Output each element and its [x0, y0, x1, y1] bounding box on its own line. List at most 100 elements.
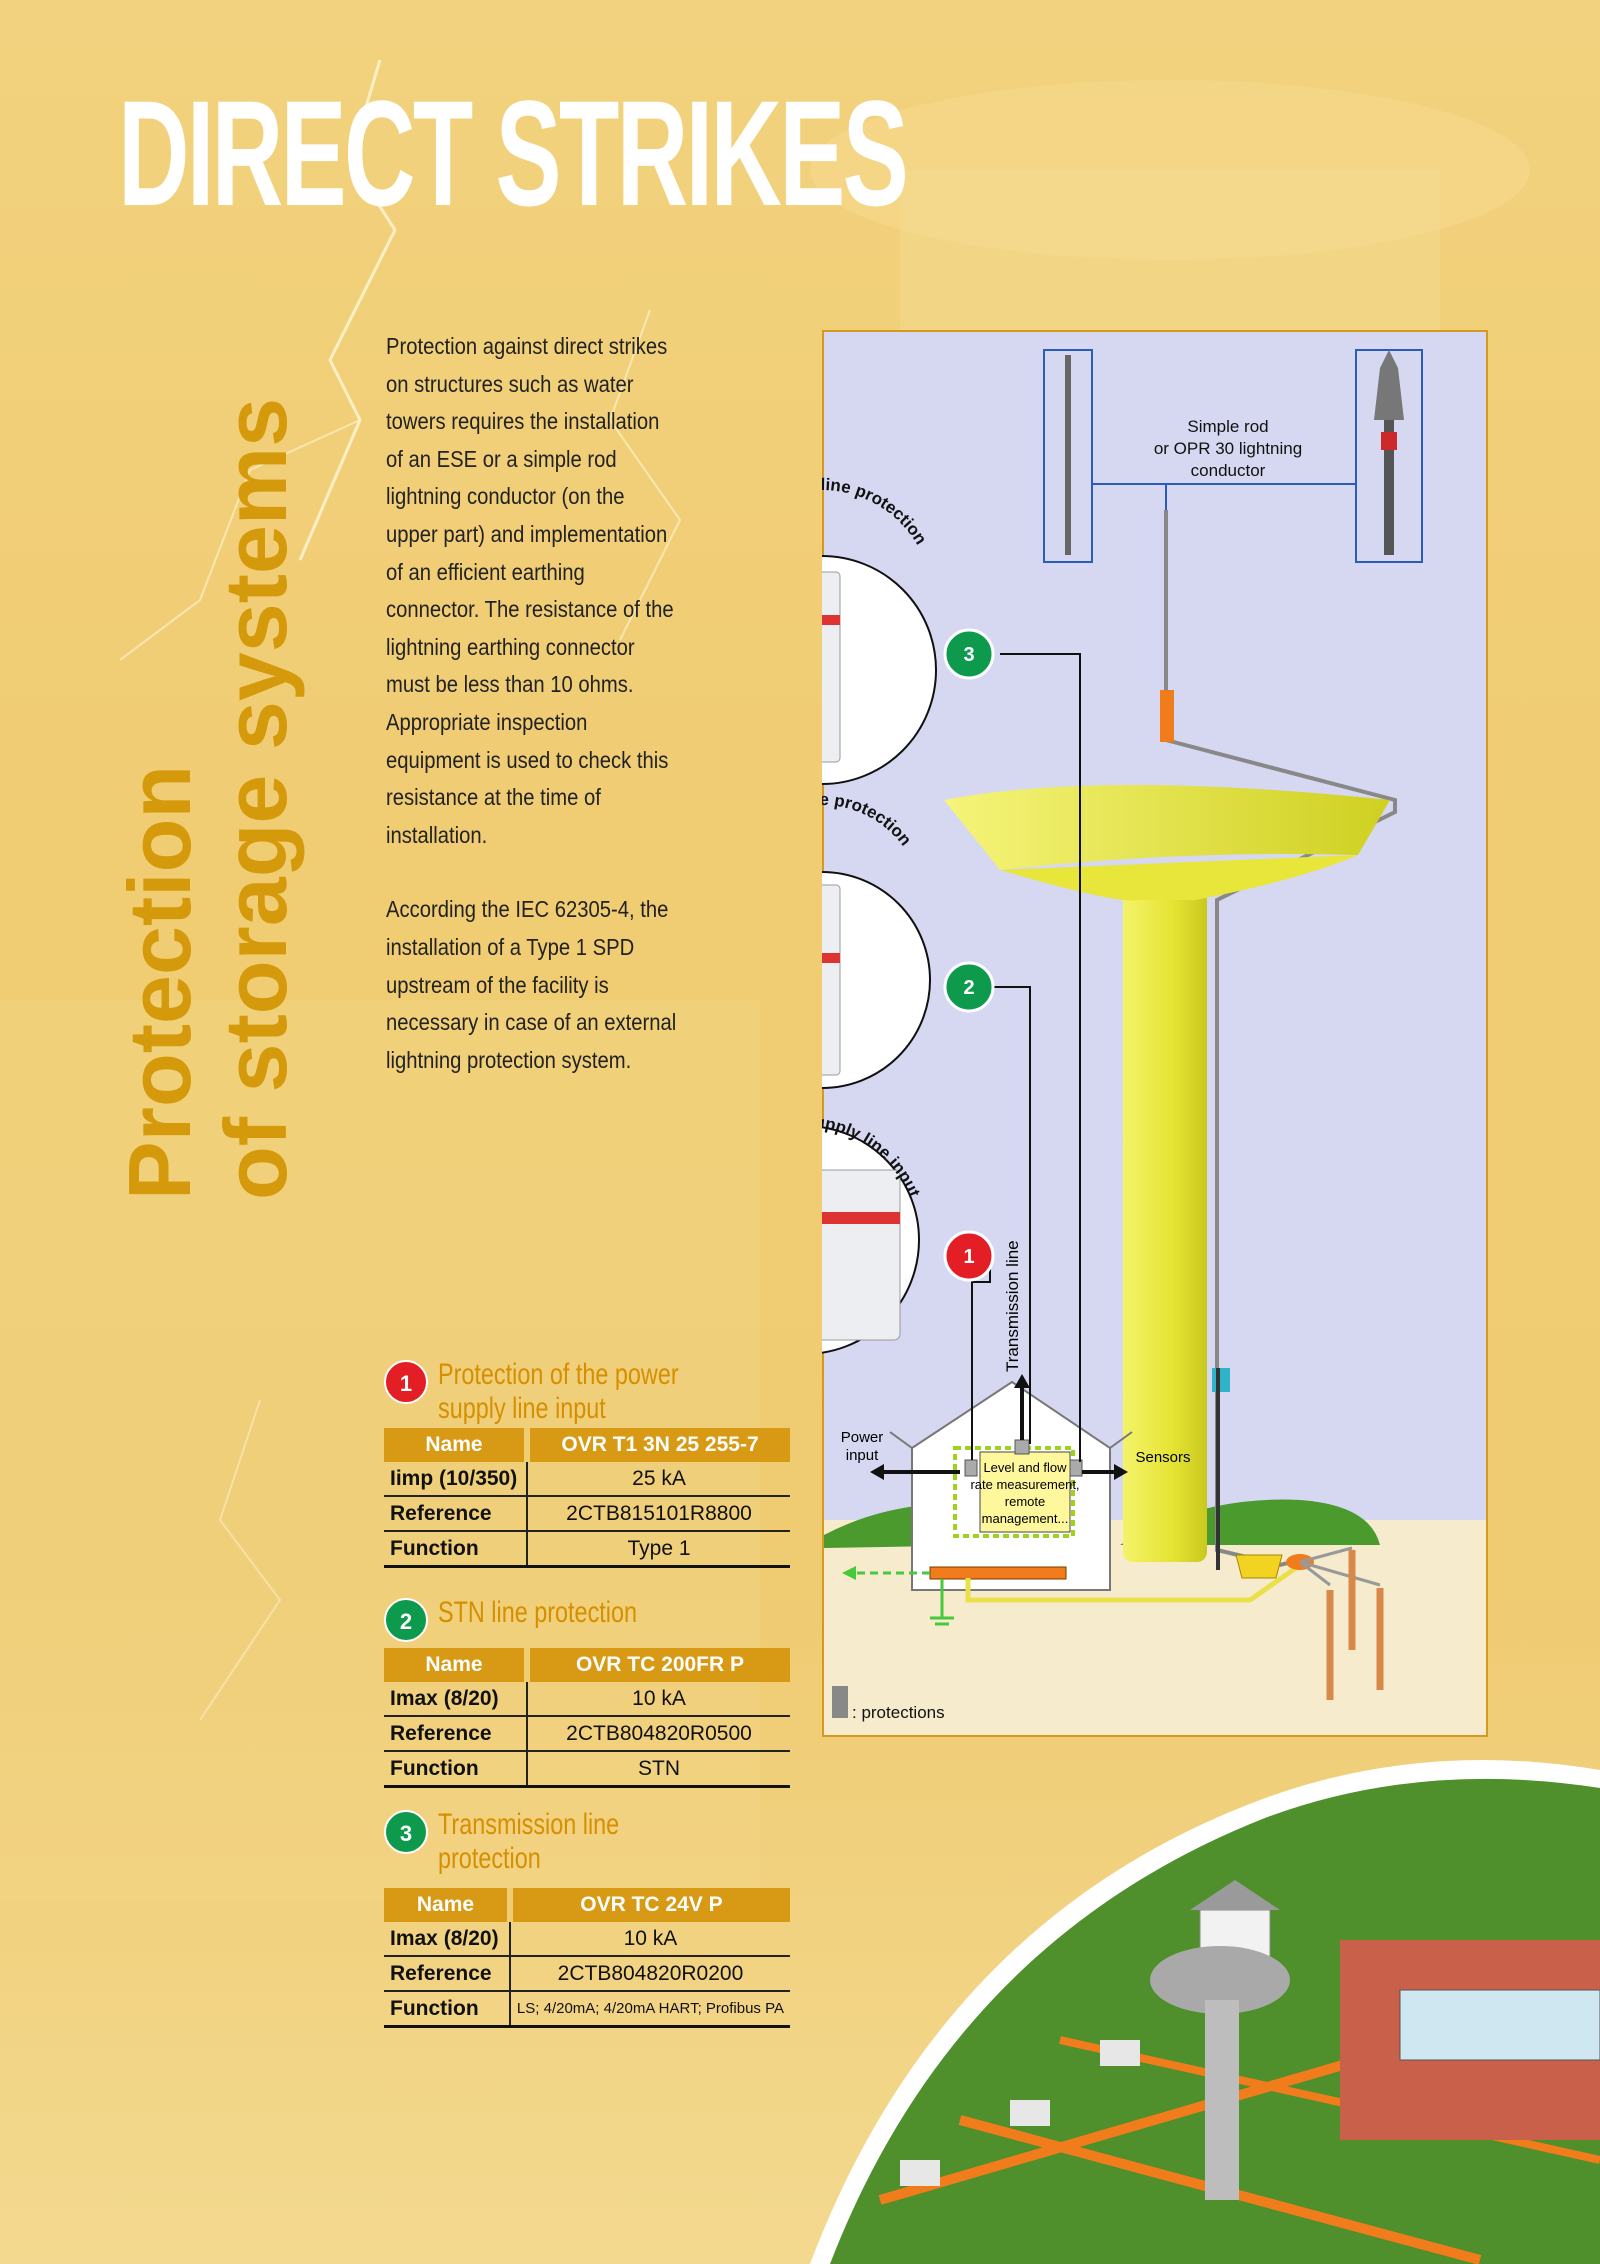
header-product: OVR TC 200FR P: [524, 1648, 790, 1682]
equipment-enclosure: [953, 1446, 1075, 1538]
row-label: Imax (8/20): [384, 1922, 511, 1957]
opr-head: [1374, 350, 1404, 420]
mini-tower-shaft: [1205, 2000, 1239, 2200]
earth-conductor-1: [1299, 1560, 1331, 1587]
product-circle-3: [822, 555, 937, 785]
roof-left: [889, 1431, 913, 1449]
house-roof: [1190, 1880, 1280, 1910]
measurement-box: [979, 1451, 1071, 1533]
factory-windows: [1399, 1989, 1600, 2061]
earth-cable-arrowhead: [842, 1566, 856, 1580]
row-label: Reference: [384, 1956, 511, 1992]
header-name: Name: [384, 1888, 510, 1922]
row-value: 10 kA: [527, 1682, 790, 1717]
tower-shaft: [1123, 890, 1207, 1562]
product-circle-2: [822, 871, 931, 1089]
product-image-1-stripe: [822, 1212, 900, 1224]
box-line-4: management...: [982, 1511, 1069, 1526]
spec-1-title-line-1: Protection of the power: [438, 1358, 679, 1391]
earth-conductor-3: [1299, 1560, 1381, 1587]
table-row: Imax (8/20)10 kA: [384, 1682, 790, 1717]
row-label: Reference: [384, 1716, 528, 1752]
spec-3-title-line-1: Transmission line: [438, 1808, 620, 1841]
roof-right: [1109, 1431, 1133, 1449]
row-label: Function: [384, 1531, 528, 1568]
header-product: OVR T1 3N 25 255-7: [524, 1428, 790, 1462]
table-row: Iimp (10/350)25 kA: [384, 1462, 790, 1497]
row-label: Iimp (10/350): [384, 1462, 528, 1497]
row-value: 2CTB804820R0200: [509, 1956, 790, 1992]
legend-text: : protections: [852, 1703, 945, 1722]
protection-marker-sensors: [1069, 1459, 1083, 1477]
power-arrowhead: [870, 1464, 884, 1480]
sensors-label: Sensors: [1135, 1449, 1190, 1466]
box-line-2: rate measurement,: [970, 1477, 1079, 1492]
side-title-line-2: of storage systems: [206, 397, 305, 1200]
spec-block-1: 1 Protection of the power supply line in…: [384, 1358, 790, 1568]
box-line-3: remote: [1005, 1494, 1045, 1509]
spec-3-number: 3: [384, 1810, 428, 1854]
tower-tank-base: [1000, 855, 1358, 901]
table-row: Imax (8/20)10 kA: [384, 1922, 790, 1957]
wire-telecom: [990, 986, 1031, 1444]
marker-2-label: 2: [963, 977, 974, 999]
product-image-1-module: [822, 1169, 901, 1341]
test-joint: [1160, 690, 1174, 742]
power-input-label-2: input: [846, 1447, 879, 1464]
marker-2: [943, 961, 995, 1013]
row-value: 2CTB815101R8800: [527, 1496, 790, 1532]
marker-3: [943, 628, 995, 680]
row-value: STN: [527, 1751, 790, 1788]
row-label: Reference: [384, 1496, 528, 1532]
inspection-pit: [1235, 1554, 1283, 1579]
wire-transmission: [1000, 653, 1081, 1462]
product-image-2-stripe: [822, 953, 840, 963]
row-value: LS; 4/20mA; 4/20mA HART; Profibus PA: [509, 1991, 790, 2028]
row-value: 10 kA: [509, 1922, 790, 1957]
row-label: Function: [384, 1991, 511, 2028]
intro-paragraph-1: Protection against direct strikes on str…: [386, 333, 674, 848]
power-input-label-1: Power: [841, 1429, 884, 1446]
water-tower-diagram: Simple rod or OPR 30 lightning conductor…: [822, 330, 1488, 1737]
spec-1-title: Protection of the power supply line inpu…: [438, 1358, 679, 1426]
opr-mark: [1381, 432, 1397, 450]
spec-2-title-line-1: STN line protection: [438, 1596, 637, 1629]
marker-3-label: 3: [963, 644, 974, 666]
spec-1-number: 1: [384, 1360, 428, 1404]
intro-paragraph-2: According the IEC 62305-4, the installat…: [386, 896, 677, 1073]
site-illustration: [810, 1760, 1600, 2264]
sensors-arrowhead: [1114, 1464, 1128, 1480]
spec-2-title: STN line protection: [438, 1596, 637, 1630]
tower-tank: [944, 785, 1390, 870]
marker-1: [943, 1230, 995, 1282]
transmission-line-label: Transmission line: [1003, 1240, 1022, 1372]
spec-3-title-line-2: protection: [438, 1842, 541, 1875]
row-value: Type 1: [527, 1531, 790, 1568]
rod-label-line-1: Simple rod: [1187, 417, 1268, 436]
row-label: Imax (8/20): [384, 1682, 528, 1717]
sensor-flag: [1212, 1368, 1230, 1392]
header-name: Name: [384, 1428, 527, 1462]
box-line-1: Level and flow: [983, 1460, 1067, 1475]
legend-swatch: [832, 1686, 848, 1718]
transmission-arrowhead: [1014, 1374, 1030, 1388]
rod-label-line-3: conductor: [1191, 461, 1266, 480]
box-3: [1100, 2040, 1140, 2066]
earth-link-cable: [965, 1562, 1302, 1603]
header-product: OVR TC 24V P: [506, 1888, 790, 1922]
spec-2-number: 2: [384, 1598, 428, 1642]
rod-label-line-2: or OPR 30 lightning: [1154, 439, 1302, 458]
protection-marker-power: [964, 1459, 978, 1477]
side-title: Protection of storage systems: [110, 200, 305, 1200]
